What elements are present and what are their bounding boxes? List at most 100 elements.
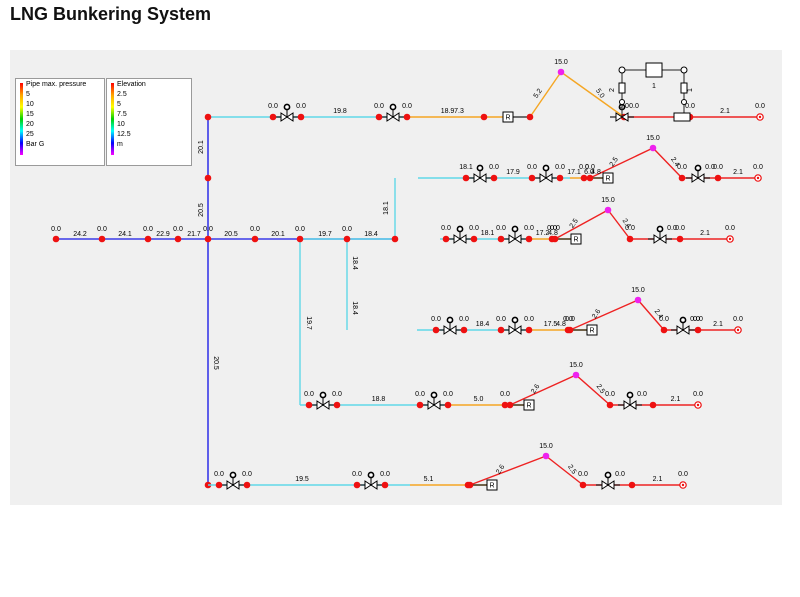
valve-triangle-right [514, 234, 522, 244]
node-value-label: 0.0 [380, 471, 390, 478]
branch-node [442, 235, 450, 243]
pipe-value-label: 18.4 [351, 301, 358, 315]
node-value-label: 0.0 [496, 225, 506, 232]
pipe-value-label: 18.8 [372, 396, 386, 403]
fall-value-label: 2.4 [653, 308, 664, 320]
regulator-label: R [489, 483, 494, 490]
pipe-value-label: 17.5 [544, 321, 558, 328]
valve-triangle-left [601, 480, 609, 490]
node-value-label: 0.0 [685, 103, 695, 110]
valve-icon [539, 164, 553, 183]
legend-item: 10 [117, 121, 125, 128]
node-value-label: 0.0 [659, 316, 669, 323]
branch-rise-pipe [469, 455, 547, 486]
pipe-value-label: 2.1 [653, 476, 663, 483]
node-value-label: 0.0 [585, 164, 595, 171]
pipe-value-label: 18.4 [351, 256, 358, 270]
peak-node [557, 68, 565, 76]
valve-handwheel [430, 391, 438, 399]
branch-fall-pipe [607, 209, 631, 240]
regulator-box [586, 324, 598, 336]
node-value-label: 0.0 [605, 391, 615, 398]
rise-value-label: 5.2 [533, 88, 544, 100]
node-value-label: 0.0 [578, 471, 588, 478]
node-value-label: 0.0 [402, 103, 412, 110]
branch-3-start-node [391, 235, 399, 243]
legend-item: 15 [26, 111, 34, 118]
valve-triangle-right [682, 325, 690, 335]
node-value-label: 0.0 [678, 471, 688, 478]
node-value-label: 0.0 [629, 103, 639, 110]
legend-elevation: Elevation 2.5 5 7.5 10 12.5 m [106, 78, 192, 166]
legend-item: 12.5 [117, 131, 131, 138]
valve-triangle-left [691, 173, 699, 183]
pipe-value-label: 20.5 [198, 203, 205, 217]
aux-node [680, 66, 688, 74]
fall-value-label: 2.5 [566, 464, 577, 476]
node-value-label: 0.0 [753, 164, 763, 171]
valve-icon [386, 103, 400, 122]
pipe-value-label: 19.8 [333, 108, 347, 115]
branch-node [243, 481, 251, 489]
branch-node [462, 174, 470, 182]
valve-triangle-right [392, 112, 400, 122]
legend-title: Pipe max. pressure [26, 81, 87, 88]
legend-unit: Bar G [26, 141, 45, 148]
peak-node [649, 144, 657, 152]
legend-unit: m [117, 141, 123, 148]
valve-triangle-right [545, 173, 553, 183]
regulator-box [523, 399, 535, 411]
valve-triangle-right [514, 325, 522, 335]
branch-node [714, 174, 722, 182]
branch-node [269, 113, 277, 121]
pipe-value-label: 17.9 [506, 169, 520, 176]
valve-triangle-right [607, 480, 615, 490]
valve-triangle-left [453, 234, 461, 244]
node-value-label: 0.0 [489, 164, 499, 171]
valve-triangle-right [621, 112, 629, 122]
fall-value-label: 5.0 [594, 88, 605, 100]
valve-triangle-right [659, 234, 667, 244]
node-value-label: 0.0 [637, 391, 647, 398]
valve-triangle-right [629, 400, 637, 410]
regulator-label: R [589, 328, 594, 335]
page-title: LNG Bunkering System [10, 4, 212, 24]
aux-label: 1 [687, 88, 694, 92]
node-value-label: 0.0 [725, 225, 735, 232]
legend-item: 2.5 [117, 91, 127, 98]
branch-node [606, 401, 614, 409]
end-node-center [696, 403, 700, 407]
regulator-label: R [573, 237, 578, 244]
branch-node [501, 401, 509, 409]
valve-icon [623, 391, 637, 410]
valve-handwheel [476, 164, 484, 172]
peak-node [542, 452, 550, 460]
branch-fall-pipe [575, 374, 611, 406]
valve-icon [280, 103, 294, 122]
peak-value-label: 15.0 [631, 287, 645, 294]
valve-icon [508, 316, 522, 335]
node-value-label: 0.0 [332, 391, 342, 398]
pipe-value-label: 2.1 [720, 108, 730, 115]
regulator-icon: R [586, 324, 598, 336]
branch-fall-pipe [637, 299, 665, 331]
aux-pump-box [645, 62, 663, 78]
branch-node [215, 481, 223, 489]
node-value-label: 0.0 [615, 471, 625, 478]
valve-triangle-left [653, 234, 661, 244]
pipe-value-label: 18.1 [481, 230, 495, 237]
pipe-value-label: 2.1 [733, 169, 743, 176]
node-value-label: 0.0 [755, 103, 765, 110]
valve-icon [653, 225, 667, 244]
legend-item: 5 [117, 101, 121, 108]
main-header-node [251, 235, 259, 243]
node-value-label: 0.0 [374, 103, 384, 110]
valve-triangle-left [676, 325, 684, 335]
rise-value-label: 2.5 [569, 218, 580, 230]
pipe-value-label: 20.5 [224, 231, 238, 238]
valve-handwheel [446, 316, 454, 324]
aux-meter-box [673, 112, 691, 122]
rise-value-label: 2.6 [495, 464, 506, 476]
aux-label: 1 [652, 83, 656, 90]
